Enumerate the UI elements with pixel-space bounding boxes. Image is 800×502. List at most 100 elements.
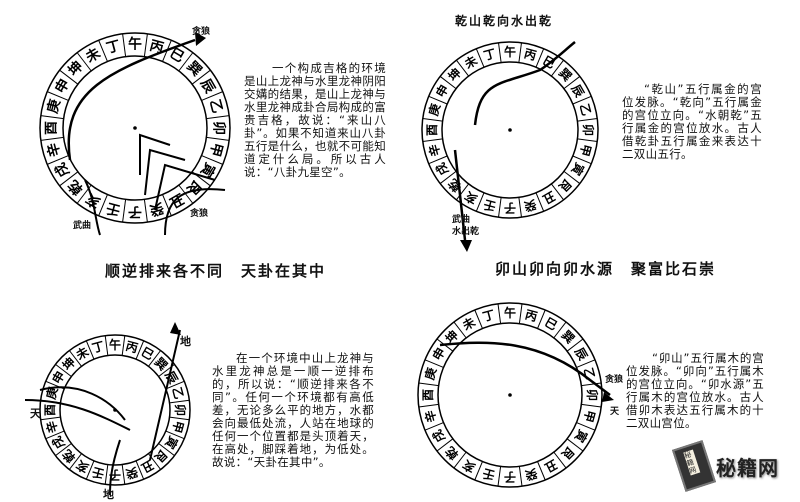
- mountain-label: 午: [128, 36, 142, 53]
- mountain-label: 壬: [481, 466, 496, 484]
- sector-divider: [98, 40, 108, 62]
- sector-divider: [418, 382, 439, 387]
- sector-divider: [143, 199, 148, 223]
- site-logo: 秘籍网 秘籍网: [671, 440, 798, 495]
- mountain-label: 壬: [482, 197, 497, 215]
- sector-divider: [104, 464, 109, 485]
- water-line-3: [24, 329, 181, 496]
- mountain-label: 庚: [44, 97, 64, 115]
- sector-divider: [40, 416, 61, 421]
- sector-divider: [68, 453, 82, 470]
- sector-divider: [85, 460, 95, 480]
- label-tanlang: 贪狼: [605, 375, 624, 385]
- mountain-label: 丑: [542, 457, 559, 475]
- mountain-label: 辰: [572, 345, 590, 362]
- arrow-icon: [195, 32, 206, 46]
- outer-circle: [421, 41, 599, 219]
- sector-divider: [135, 460, 145, 480]
- sector-divider: [206, 115, 230, 120]
- sector-divider: [169, 399, 190, 404]
- sector-divider: [169, 416, 190, 421]
- sector-divider: [581, 382, 602, 387]
- mountain-label: 壬: [104, 199, 122, 219]
- sector-divider: [76, 52, 92, 72]
- mountain-label: 辛: [44, 141, 64, 159]
- mountain-label: 癸: [123, 464, 140, 482]
- mountain-label: 辰: [568, 82, 586, 99]
- mountain-label: 丁: [91, 339, 106, 356]
- book-label: 秘籍网: [683, 449, 701, 476]
- center-dot: [508, 393, 512, 397]
- sector-divider: [566, 438, 584, 452]
- mountain-label: 卯: [581, 124, 596, 136]
- dragon-line-1: [67, 38, 196, 161]
- mountain-label: 巳: [542, 315, 559, 333]
- sector-divider: [497, 303, 502, 324]
- sector-divider: [121, 335, 126, 356]
- mountain-label: 乙: [169, 386, 186, 401]
- paragraph-2: “乾山”五行属金的宫位发脉。“乾向”五行属金的宫位立向。“水朝乾”五行属金的宫位…: [622, 82, 762, 161]
- sector-divider: [162, 194, 172, 216]
- dragon-line-2: [473, 41, 576, 126]
- mountain-label: 丑: [540, 188, 557, 206]
- mountain-label: 乙: [206, 98, 225, 116]
- mountain-label: 子: [504, 201, 516, 215]
- mountain-label: 巽: [152, 355, 170, 373]
- sector-divider: [553, 451, 567, 469]
- sector-divider: [456, 59, 470, 77]
- mountain-label: 乙: [577, 102, 594, 117]
- mountain-label: 甲: [169, 419, 186, 434]
- outer-circle: [417, 302, 603, 488]
- sector-divider: [436, 438, 454, 452]
- mountain-label: 戌: [51, 160, 73, 181]
- sector-divider: [55, 363, 72, 377]
- mountain-label: 丙: [524, 307, 539, 324]
- mountain-label: 辛: [422, 409, 440, 424]
- mountain-label: 卯: [211, 121, 227, 135]
- mountain-label: 丁: [482, 46, 497, 63]
- mountain-label: 卯: [585, 389, 600, 401]
- sector-divider: [456, 183, 470, 201]
- compass-ring-2: 子癸丑艮寅甲卯乙辰巽巳丙午丁未坤申庚酉辛戌乾亥壬: [421, 41, 599, 219]
- sector-divider: [55, 443, 72, 457]
- mountain-label: 丁: [105, 38, 123, 57]
- mountain-label: 癸: [523, 466, 540, 484]
- sector-divider: [566, 338, 584, 352]
- logo-text: 秘籍网: [716, 456, 779, 480]
- mountain-label: 丁: [481, 307, 496, 324]
- inner-circle: [62, 55, 208, 201]
- sector-divider: [47, 155, 69, 165]
- outer-circle: [39, 334, 191, 486]
- sector-divider: [563, 170, 581, 184]
- sector-divider: [518, 42, 522, 63]
- mountain-label: 巽: [559, 328, 577, 346]
- mountain-label: 酉: [421, 389, 435, 401]
- sector-divider: [148, 350, 162, 367]
- sector-divider: [424, 422, 444, 431]
- sector-divider: [165, 380, 185, 390]
- sector-divider: [201, 155, 223, 165]
- sector-divider: [47, 91, 69, 101]
- sector-divider: [537, 461, 546, 481]
- sector-divider: [498, 42, 502, 63]
- sector-divider: [535, 48, 545, 68]
- mountain-label: 申: [51, 76, 73, 96]
- mountain-label: 庚: [422, 366, 440, 381]
- compass-ring-4: 子癸丑艮寅甲卯乙辰巽巳丙午丁未坤申庚酉辛戌乾亥壬: [417, 302, 603, 488]
- sector-divider: [428, 95, 448, 105]
- sector-divider: [576, 359, 596, 368]
- sector-divider: [518, 303, 523, 324]
- sector-divider: [122, 199, 127, 223]
- sector-divider: [68, 350, 82, 367]
- label-di: 地: [180, 335, 191, 348]
- paragraph-1: 一个构成吉格的环境是山上龙神与水里龙神阴阳交媾的结果，是山上龙神与水里龙神成卦合…: [244, 61, 386, 179]
- sector-divider: [474, 461, 483, 481]
- mountain-label: 子: [128, 204, 142, 220]
- sector-divider: [474, 309, 483, 329]
- mountain-label: 癸: [148, 199, 167, 219]
- label-tanlang: 贪狼: [192, 27, 211, 37]
- water-line-1b: [84, 179, 226, 236]
- mountain-label: 丙: [523, 46, 538, 63]
- sector-divider: [45, 430, 65, 440]
